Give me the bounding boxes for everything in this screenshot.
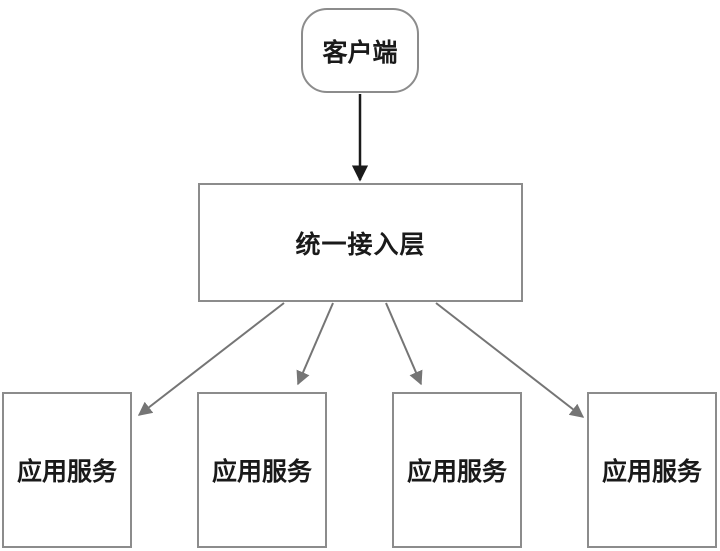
edge-access-layer-to-service-1 [137,302,285,416]
node-app-service-2: 应用服务 [197,392,327,548]
node-app-service-3: 应用服务 [392,392,522,548]
node-client-label: 客户端 [322,37,398,67]
node-app-service-4: 应用服务 [587,392,717,548]
edge-access-layer-to-service-2 [296,302,334,386]
node-app-service-1: 应用服务 [2,392,132,548]
node-app-service-3-label: 应用服务 [406,457,507,486]
node-access-layer-label: 统一接入层 [295,229,426,259]
node-app-service-1-label: 应用服务 [16,457,117,486]
node-client: 客户端 [301,8,419,93]
node-app-service-4-label: 应用服务 [601,457,702,486]
edge-access-layer-to-service-4 [435,302,585,418]
edge-access-layer-to-service-3 [385,302,423,386]
node-access-layer: 统一接入层 [198,183,523,302]
node-app-service-2-label: 应用服务 [211,457,312,486]
